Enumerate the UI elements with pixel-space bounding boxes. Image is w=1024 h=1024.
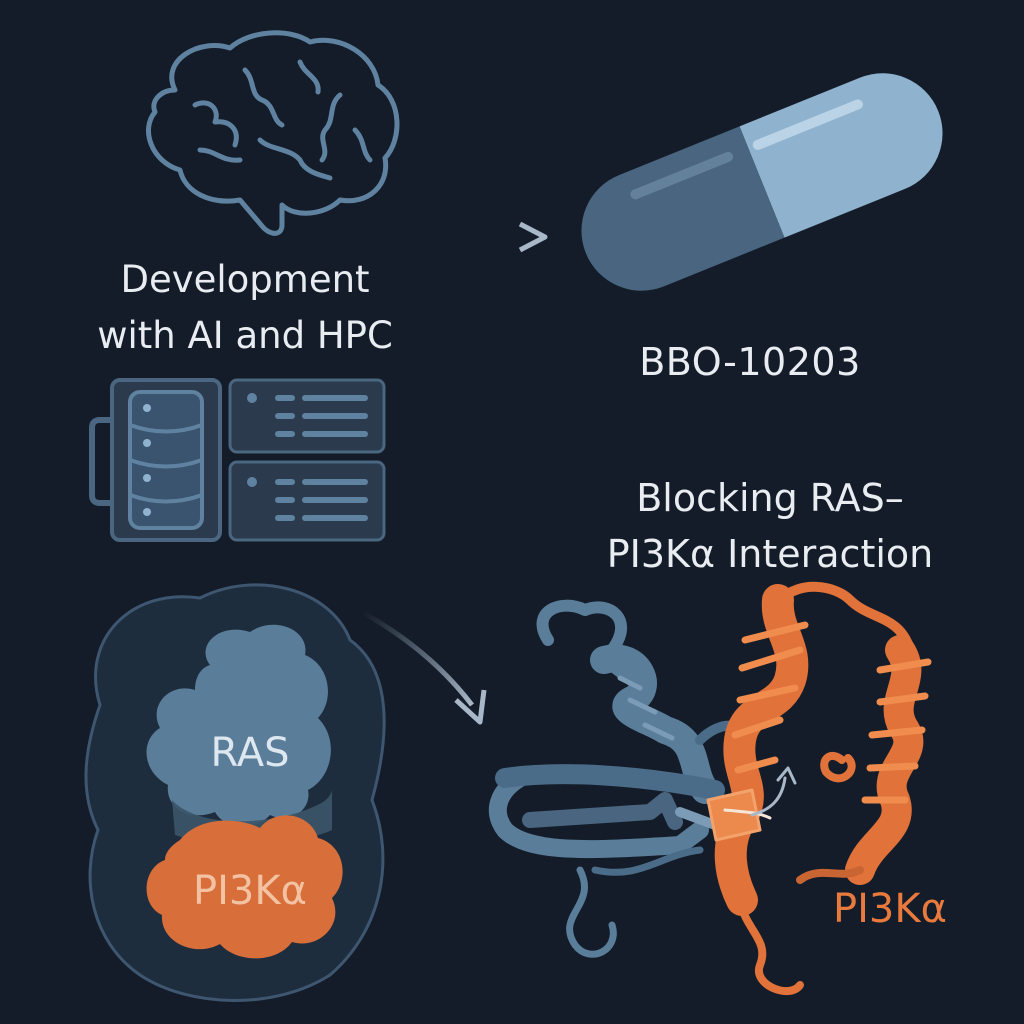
development-line2: with AI and HPC	[97, 314, 393, 357]
ras-pi3k-complex	[84, 583, 386, 1002]
drug-name: BBO-10203	[639, 340, 861, 384]
pi3k-structure	[706, 581, 932, 995]
capsule-icon	[581, 73, 943, 291]
mechanism-line1: Blocking RAS–	[636, 476, 904, 520]
development-line1: Development	[120, 258, 370, 301]
ras-label: RAS	[210, 730, 290, 776]
pi3k-blob	[146, 815, 343, 959]
brain-icon	[146, 30, 400, 236]
server-icon	[89, 378, 386, 542]
development-label: Development with AI and HPC	[60, 252, 430, 364]
arrow-icon	[428, 221, 548, 253]
ras-structure	[488, 599, 744, 958]
arrow-icon	[360, 609, 487, 725]
pi3k-complex-label: PI3Kα	[193, 868, 307, 914]
mechanism-label: Blocking RAS– PI3Kα Interaction	[540, 470, 1000, 582]
ras-blob	[146, 624, 331, 827]
pi3k-structure-label: PI3Kα	[833, 886, 947, 932]
mechanism-line2: PI3Kα Interaction	[606, 532, 934, 576]
